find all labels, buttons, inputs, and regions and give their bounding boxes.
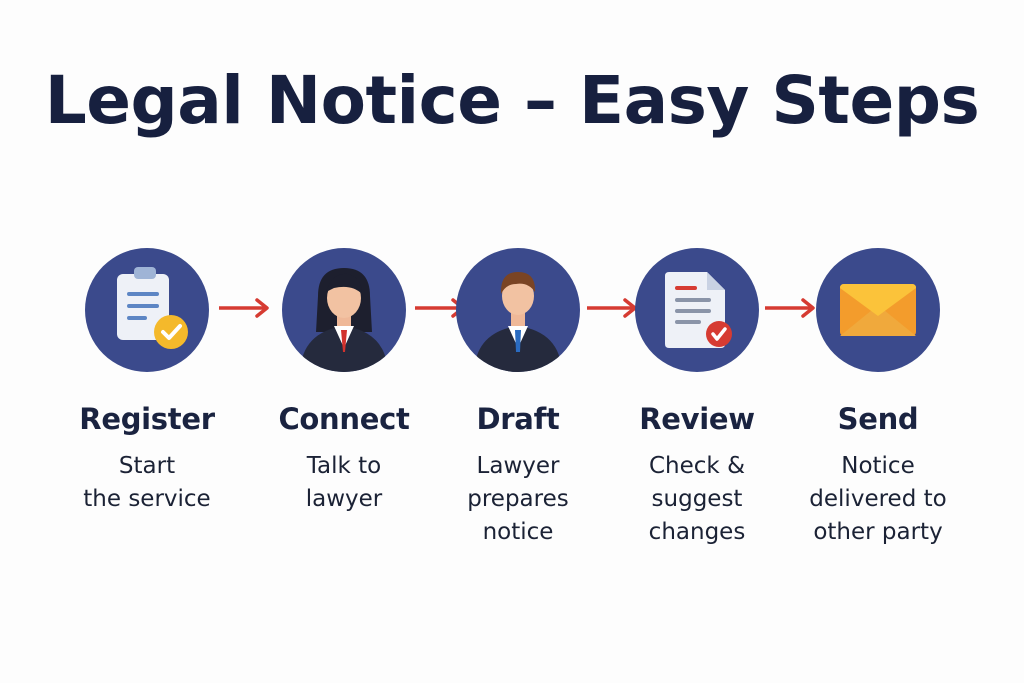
envelope-icon <box>840 284 916 336</box>
step-description: Lawyer prepares notice <box>467 453 569 545</box>
step-circle <box>816 248 940 372</box>
step-description: Talk to lawyer <box>305 453 383 512</box>
step-title: Connect <box>278 402 410 436</box>
step-review: Review Check & suggest changes <box>597 248 797 549</box>
step-circle <box>635 248 759 372</box>
step-title: Draft <box>476 402 560 436</box>
step-send: Send Notice delivered to other party <box>778 248 978 549</box>
step-title: Send <box>837 402 919 436</box>
step-circle <box>282 248 406 372</box>
step-title: Register <box>79 402 215 436</box>
document-check-icon <box>665 272 732 348</box>
step-register: Register Start the service <box>47 248 247 516</box>
step-circle <box>456 248 580 372</box>
step-connect: Connect Talk to lawyer <box>244 248 444 516</box>
step-title: Review <box>639 402 755 436</box>
step-circle <box>85 248 209 372</box>
arrow-right-icon <box>763 298 817 318</box>
arrow-right-icon <box>217 298 271 318</box>
female-lawyer-icon <box>300 268 388 372</box>
step-draft: Draft Lawyer prepares notice <box>418 248 618 549</box>
clipboard-check-icon <box>117 267 188 349</box>
step-description: Start the service <box>83 453 211 512</box>
page-title: Legal Notice – Easy Steps <box>44 62 980 139</box>
step-description: Notice delivered to other party <box>809 453 947 545</box>
male-lawyer-icon <box>474 272 562 372</box>
step-description: Check & suggest changes <box>648 453 746 545</box>
